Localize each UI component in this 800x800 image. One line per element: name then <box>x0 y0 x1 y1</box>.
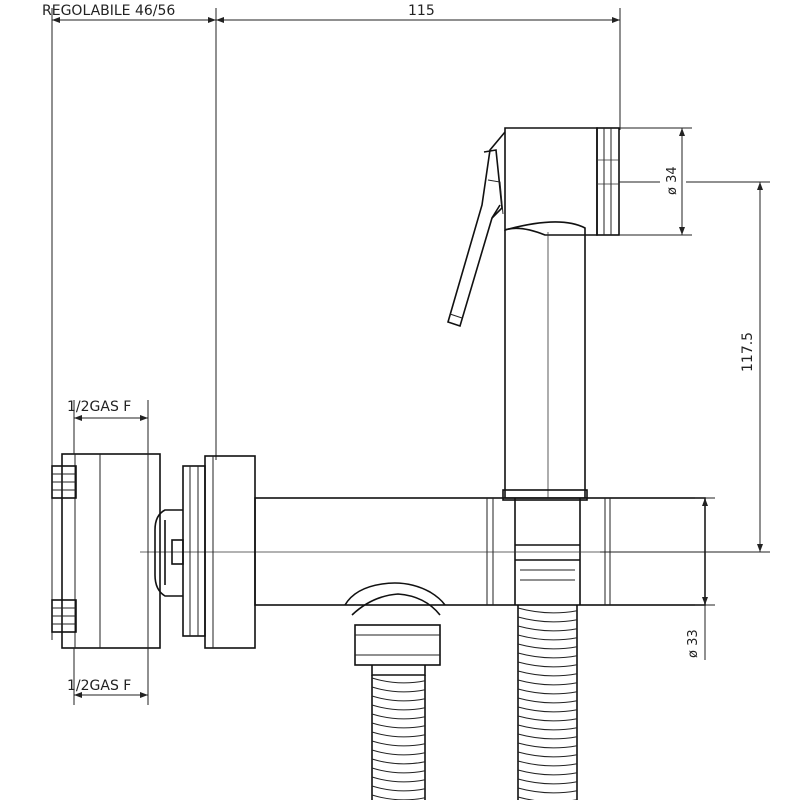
head-diameter-label: ø 34 <box>665 166 680 195</box>
hose-rib <box>517 724 578 731</box>
hose-rib <box>517 652 578 659</box>
hose-rib <box>517 670 578 677</box>
hose-rib <box>517 706 578 713</box>
hose-rib <box>517 787 578 794</box>
width-dimension-label: 115 <box>408 3 435 19</box>
hose-rib <box>517 751 578 758</box>
hose-rib <box>371 731 426 738</box>
inlet-top-dimension: 1/2GAS F <box>67 399 149 454</box>
hose-rib <box>371 785 426 792</box>
hose-rib <box>517 742 578 749</box>
hose-rib <box>517 625 578 632</box>
body-diameter-label: ø 33 <box>686 629 701 658</box>
wall-flange <box>154 455 256 649</box>
width-dimension: 115 <box>216 3 621 130</box>
inlet-top-label: 1/2GAS F <box>67 399 131 415</box>
hose-rib <box>517 778 578 785</box>
hose-rib <box>517 679 578 686</box>
hose-rib <box>371 722 426 729</box>
hose-rib <box>371 794 426 800</box>
inlet-bottom-label: 1/2GAS F <box>67 678 131 694</box>
adjustable-range-label: REGOLABILE 46/56 <box>42 3 175 19</box>
adjustable-range-dimension: REGOLABILE 46/56 <box>42 3 217 640</box>
hose-rib <box>371 767 426 774</box>
hose-rib <box>371 713 426 720</box>
inlet-bottom-dimension: 1/2GAS F <box>67 648 149 705</box>
hose-rib <box>517 796 578 800</box>
hose-rib <box>517 616 578 623</box>
hose-rib <box>517 760 578 767</box>
head-diameter-dimension: ø 34 <box>619 127 770 236</box>
hose-rib <box>371 686 426 693</box>
shower-hose <box>517 605 578 800</box>
hose-rib <box>517 643 578 650</box>
height-dimension-label: 117.5 <box>740 332 756 372</box>
hose-rib <box>371 740 426 747</box>
hose-rib <box>371 776 426 783</box>
hose-rib <box>517 634 578 641</box>
hose-rib <box>371 704 426 711</box>
hose-rib <box>517 661 578 668</box>
hose-rib <box>517 733 578 740</box>
body-diameter-dimension: ø 33 <box>686 497 715 660</box>
hose-rib <box>371 695 426 702</box>
valve-body <box>140 497 706 676</box>
hose-rib <box>371 749 426 756</box>
hose-rib <box>517 688 578 695</box>
hose-rib <box>517 607 578 614</box>
hose-rib <box>371 677 426 684</box>
wall-box <box>51 453 161 649</box>
spray-head <box>447 127 620 501</box>
height-dimension: 117.5 <box>600 182 770 553</box>
hose-rib <box>517 697 578 704</box>
hose-rib <box>517 769 578 776</box>
supply-hose <box>371 675 426 800</box>
hose-rib <box>517 715 578 722</box>
hose-rib <box>371 758 426 765</box>
